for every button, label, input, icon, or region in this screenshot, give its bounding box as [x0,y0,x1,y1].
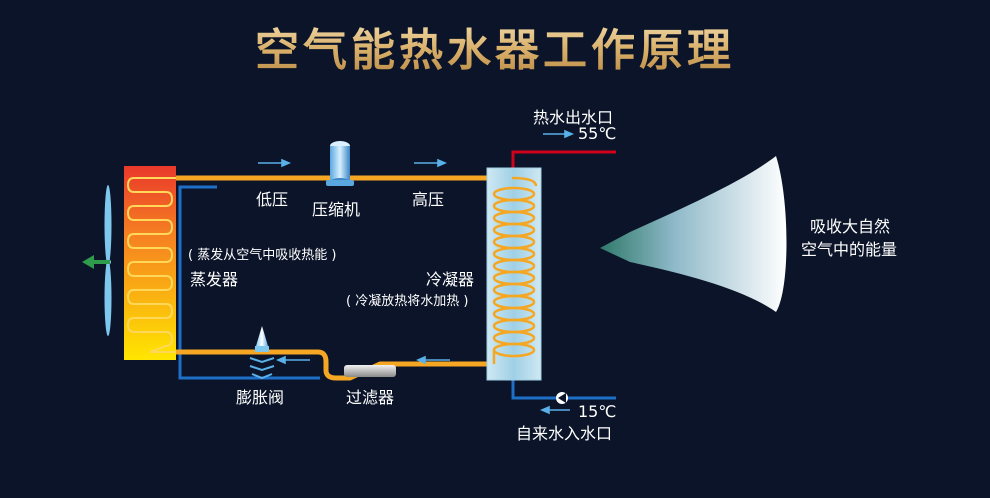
cold-water-inlet-label: 自来水入水口 [516,424,613,443]
high-pressure-label: 高压 [412,190,445,209]
compressor-label: 压缩机 [312,200,361,219]
evaporator-note: ( 蒸发从空气中吸收热能 ) [188,248,337,263]
airflow-arrow-icon [82,255,110,269]
hot-water-temp-label: 55℃ [578,124,617,143]
flow-arrow-icon [258,158,292,168]
check-valve-icon [556,392,568,404]
flow-arrow-icon [414,158,448,168]
hot-water-pipe [511,150,616,170]
expansion-valve-icon [249,326,275,380]
expansion-valve-label: 膨胀阀 [236,388,285,407]
filter-icon [344,365,396,377]
cold-water-pipe [511,380,616,400]
evaporator-label: 蒸发器 [190,270,239,289]
flow-arrow-icon [275,355,310,365]
flow-arrow-icon [415,355,450,365]
filter-label: 过滤器 [346,388,395,407]
condenser-label: 冷凝器 [426,270,475,289]
condenser-coil [492,176,538,364]
page-title: 空气能热水器工作原理 [0,14,990,78]
air-energy-cone [600,156,787,312]
condenser-note: ( 冷凝放热将水加热 ) [346,294,469,309]
evaporator-water-line [178,185,320,380]
flow-arrow-icon [539,405,570,415]
evaporator-coil [126,177,176,353]
cold-water-temp-label: 15℃ [578,402,617,421]
low-pressure-label: 低压 [256,190,289,209]
hot-water-outlet-label: 热水出水口 [533,108,614,127]
compressor-icon [326,141,354,186]
flow-arrow-icon [543,129,575,139]
absorb-energy-line1: 吸收大自然 [810,217,891,236]
absorb-energy-line2: 空气中的能量 [801,240,898,259]
